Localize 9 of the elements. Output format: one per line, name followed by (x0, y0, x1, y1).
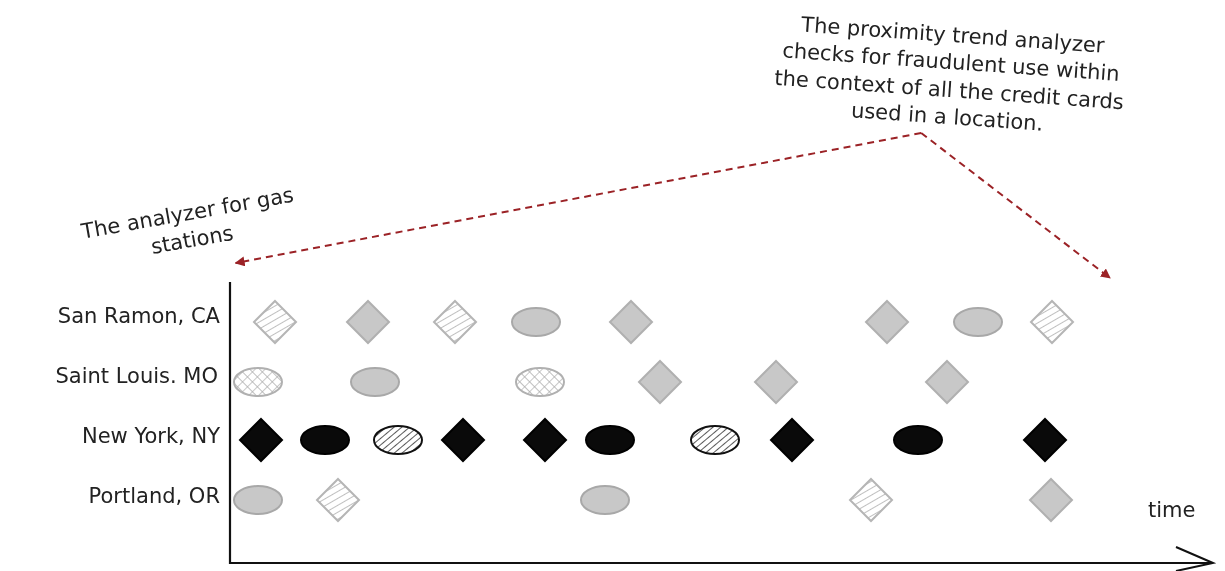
annotation-text: The proximity trend analyzer checks for fraudulent use within the context of all the credit cards used in a location. (766, 9, 1134, 144)
row-label: San Ramon, CA (56, 303, 220, 330)
row-label: New York, NY (80, 423, 220, 450)
dashed-arrow (234, 132, 923, 267)
axis-label: time (1148, 497, 1197, 524)
annotation-text: The analyzer for gas stations (67, 179, 313, 275)
row-label: Portland, OR (87, 483, 220, 510)
dashed-arrow (920, 132, 1111, 279)
row-label: Saint Louis. MO (54, 363, 218, 390)
